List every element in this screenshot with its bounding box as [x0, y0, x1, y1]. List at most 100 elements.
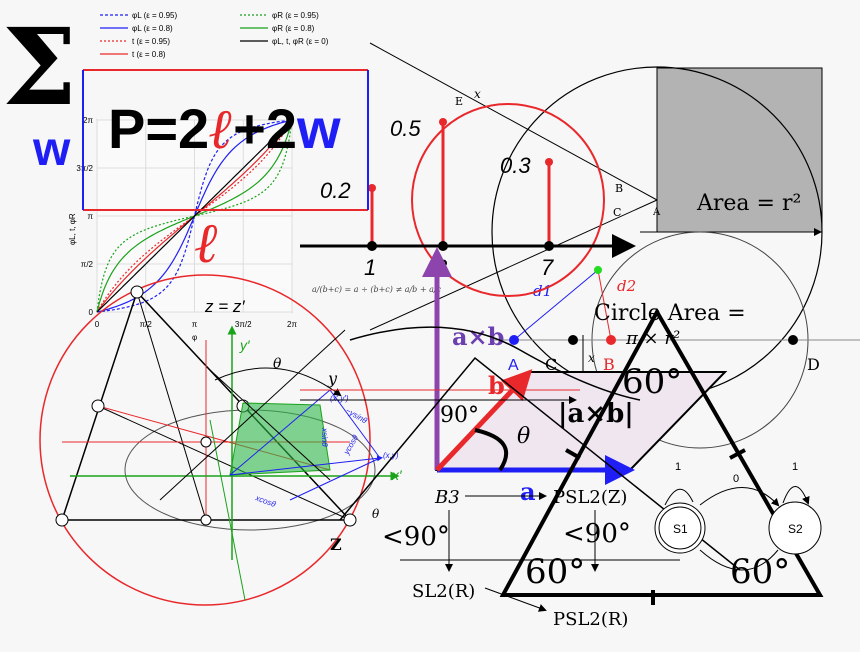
value-label: 0.3: [500, 153, 531, 178]
point-a: [509, 335, 519, 345]
x-tick-label: π/2: [140, 320, 153, 329]
label-d: D: [807, 355, 820, 374]
tick-dot: [544, 241, 554, 251]
tick-mark: [729, 448, 746, 460]
vertex: [130, 285, 144, 299]
label-c: C: [545, 355, 557, 374]
vertex: [343, 513, 357, 527]
theta-arc: [474, 428, 509, 472]
diagonal-line: [369, 42, 658, 201]
gray-square: [656, 67, 823, 233]
green-region: [229, 402, 331, 476]
stem-head: [439, 118, 447, 126]
angle-label: 60°: [622, 362, 682, 402]
d1-segment: [513, 269, 599, 341]
b3-label: B3: [434, 487, 460, 508]
state-s1: [658, 506, 702, 550]
edge-label: 1: [792, 461, 798, 473]
fraction-identity: a/(b+c) = a ÷ (b+c) ≠ a/b + a/c: [312, 285, 442, 294]
point-label: B: [615, 182, 623, 195]
edge-label: 0: [733, 473, 739, 485]
angle-lines: [339, 356, 741, 571]
theta-label: θ: [517, 424, 530, 449]
y-label: y: [327, 369, 338, 388]
psl2r-label: PSL2(R): [553, 609, 628, 630]
angle-label: 60°: [730, 552, 790, 592]
value-label: 0.5: [390, 116, 421, 141]
red-circle: [411, 103, 605, 297]
square-area-diagram: Area = r² E B C A x: [369, 42, 823, 398]
blue-vector: [229, 455, 383, 476]
black-line: [159, 329, 346, 501]
b-vector: [435, 369, 533, 472]
green-line: [209, 419, 246, 601]
point-d: [788, 335, 798, 345]
foot: [200, 514, 212, 526]
label-x: x: [588, 351, 595, 365]
y-tick-label: 0: [89, 308, 94, 317]
series-line: [96, 119, 293, 313]
point-label: x: [474, 87, 481, 101]
y-tick-label: π/2: [81, 260, 94, 269]
x-tick-label: 3π/2: [235, 320, 252, 329]
diagonal-line: [369, 199, 658, 331]
y-tick-label: 2π: [83, 116, 93, 125]
z-label: Z: [330, 535, 342, 554]
x-prime-label: x′: [391, 467, 403, 483]
angle-label: 60°: [525, 552, 585, 592]
angle-label: <90°: [563, 519, 631, 549]
axis-label: 7: [541, 255, 554, 280]
psl2z-label: PSL2(Z): [553, 487, 627, 508]
y-prime-label: y′: [239, 337, 251, 353]
label-b: B: [603, 355, 615, 374]
s1-label: S1: [673, 522, 688, 536]
d2-segment: [597, 269, 612, 341]
angle-label: <90°: [382, 522, 450, 552]
x-tick-label: π: [192, 320, 198, 329]
width-label: w: [32, 123, 71, 176]
chart-x-label: φ: [192, 333, 197, 342]
ycos-label: ycosθ: [341, 433, 360, 457]
xy-label: (x,y): [383, 451, 399, 460]
legend-entry: t (ε = 0.95): [132, 37, 170, 46]
state-s2: [768, 501, 822, 555]
y-tick-label: π: [87, 212, 93, 221]
legend-entry: φL (ε = 0.95): [132, 11, 177, 20]
edge-label: 1: [675, 461, 681, 473]
z-equals-label: z = z′: [204, 297, 245, 316]
stem-plot: 1 3 7 0.2 0.5 0.3 a/(b+c) = a ÷ (b+c) ≠ …: [300, 103, 636, 297]
s2-label: S2: [788, 522, 803, 536]
value-label: 0.2: [320, 178, 351, 203]
circumcircle: [39, 274, 371, 606]
a-label: a: [520, 477, 536, 506]
tick-dot: [438, 241, 448, 251]
edge: [699, 487, 780, 507]
xy-prime-label: (x′,y′): [330, 394, 349, 403]
theta-arc: [214, 367, 342, 397]
angle-label: 90°: [440, 403, 479, 428]
edge: [699, 549, 779, 571]
ysin-label: −ysinθ: [344, 406, 369, 426]
y-tick-label: 3π/2: [76, 164, 93, 173]
self-loop: [782, 486, 810, 505]
median: [97, 405, 351, 521]
axb-text: a×b: [452, 322, 504, 351]
tick-mark: [565, 448, 581, 460]
self-loop: [664, 488, 694, 506]
legend-entry: t (ε = 0.8): [132, 50, 166, 59]
cross-product-diagram: a×b |a×b| θ a b: [300, 247, 741, 571]
blue-projection: [289, 389, 381, 501]
green-point: [594, 266, 602, 274]
curve: [349, 326, 641, 401]
sigma-symbol: Σ: [2, 4, 77, 129]
legend-entry: φL (ε = 0.8): [132, 24, 173, 33]
theta-small: θ: [372, 507, 380, 521]
length-label: ℓ: [195, 210, 219, 276]
point-label: A: [652, 207, 661, 218]
circle-area-text: Circle Area =: [594, 301, 746, 326]
point-label: C: [613, 206, 621, 219]
tick-dot: [367, 241, 377, 251]
legend-entry: φR (ε = 0.95): [272, 11, 319, 20]
